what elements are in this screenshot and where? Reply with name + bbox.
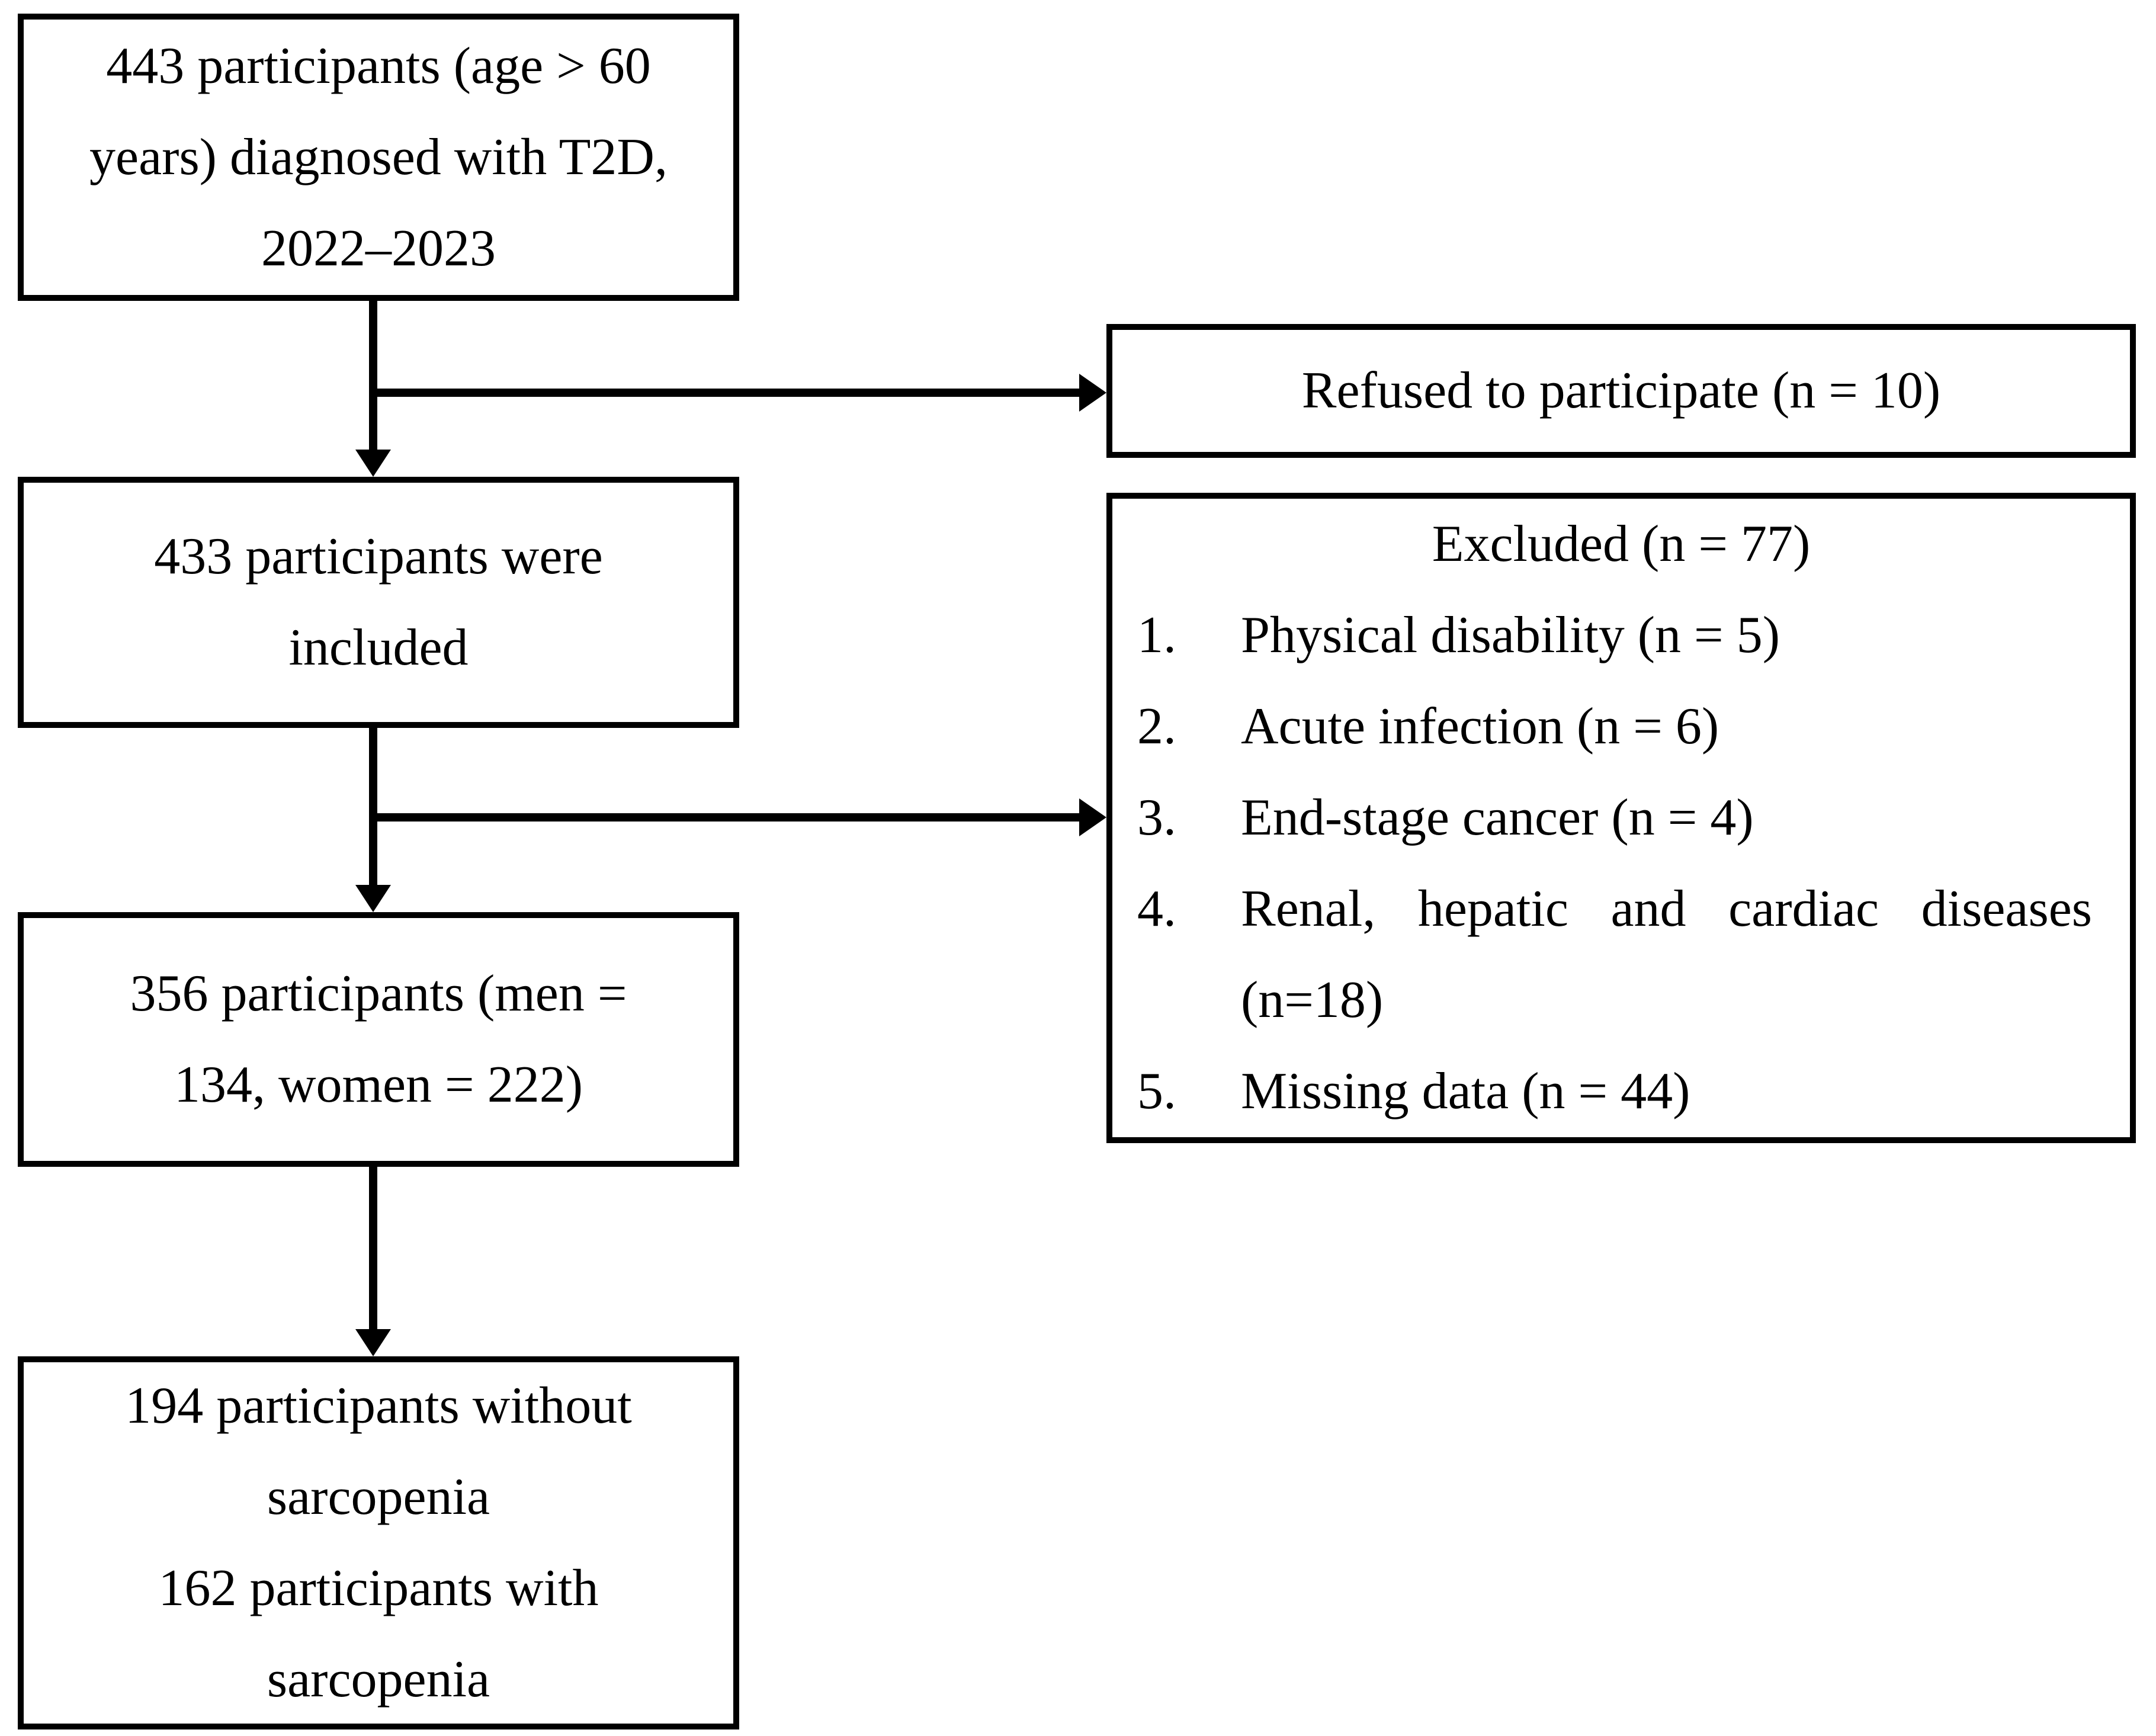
flow-box-refused: Refused to participate (n = 10) — [1106, 324, 2136, 458]
excluded-item-1-number: 1. — [1137, 607, 1176, 664]
excluded-item-5-text: Missing data (n = 44) — [1241, 1063, 1690, 1120]
excluded-item-3-text: End-stage cancer (n = 4) — [1241, 789, 1754, 846]
flow-box-excluded: Excluded (n = 77) 1. Physical disability… — [1106, 493, 2136, 1143]
connector-box2-to-box3-line — [369, 728, 377, 885]
flow-box-included-line-1: 433 participants were — [154, 528, 603, 585]
arrowhead-down-to-sarcopenia-icon — [355, 1329, 391, 1356]
excluded-item-4: 4. Renal, hepatic and cardiac diseases (… — [1112, 864, 2130, 1046]
connector-box3-to-box4-line — [369, 1167, 377, 1329]
arrowhead-down-to-included-icon — [355, 450, 391, 477]
arrowhead-down-to-final-icon — [355, 885, 391, 912]
flow-box-final-sample: 356 participants (men = 134, women = 222… — [18, 912, 739, 1167]
flow-box-final-line-2: 134, women = 222) — [174, 1056, 583, 1114]
flow-box-initial-participants: 443 participants (age > 60 years) diagno… — [18, 14, 739, 301]
excluded-item-2-text: Acute infection (n = 6) — [1241, 698, 1719, 755]
excluded-item-5-number: 5. — [1137, 1063, 1176, 1120]
flow-box-sarcopenia-line-3: 162 participants with — [158, 1559, 599, 1617]
excluded-item-4-text-line-2: (n=18) — [1241, 971, 1384, 1029]
excluded-item-4-text: Renal, hepatic and cardiac diseases (n=1… — [1241, 864, 2092, 1046]
excluded-item-3-number: 3. — [1137, 789, 1176, 846]
flow-box-refused-label: Refused to participate (n = 10) — [1301, 362, 1941, 419]
excluded-item-5: 5. Missing data (n = 44) — [1112, 1046, 2130, 1137]
flow-box-included-line-2: included — [288, 619, 469, 676]
flow-box-sarcopenia-line-4: sarcopenia — [267, 1651, 490, 1708]
flow-box-initial-line-2: years) diagnosed with T2D, — [89, 128, 668, 186]
arrowhead-right-to-excluded-icon — [1079, 798, 1106, 836]
flow-box-included-participants: 433 participants were included — [18, 477, 739, 728]
flow-box-initial-line-3: 2022–2023 — [261, 219, 496, 277]
connector-to-excluded-line — [373, 813, 1079, 822]
connector-to-refused-line — [373, 389, 1079, 397]
excluded-item-2-number: 2. — [1137, 698, 1176, 755]
excluded-item-1: 1. Physical disability (n = 5) — [1112, 590, 2130, 681]
excluded-item-3: 3. End-stage cancer (n = 4) — [1112, 772, 2130, 864]
flow-box-sarcopenia-line-2: sarcopenia — [267, 1468, 490, 1526]
flow-box-final-line-1: 356 participants (men = — [130, 965, 627, 1022]
flow-box-sarcopenia-line-1: 194 participants without — [125, 1377, 632, 1435]
flow-box-sarcopenia-groups: 194 participants without sarcopenia 162 … — [18, 1356, 739, 1729]
excluded-item-4-text-line-1: Renal, hepatic and cardiac diseases — [1241, 880, 2092, 938]
excluded-item-1-text: Physical disability (n = 5) — [1241, 607, 1780, 664]
excluded-item-4-number: 4. — [1137, 880, 1176, 938]
flow-box-initial-line-1: 443 participants (age > 60 — [106, 37, 651, 95]
excluded-item-2: 2. Acute infection (n = 6) — [1112, 681, 2130, 772]
arrowhead-right-to-refused-icon — [1079, 374, 1106, 412]
connector-box1-to-box2-line — [369, 299, 377, 452]
excluded-title: Excluded (n = 77) — [1432, 515, 1811, 573]
